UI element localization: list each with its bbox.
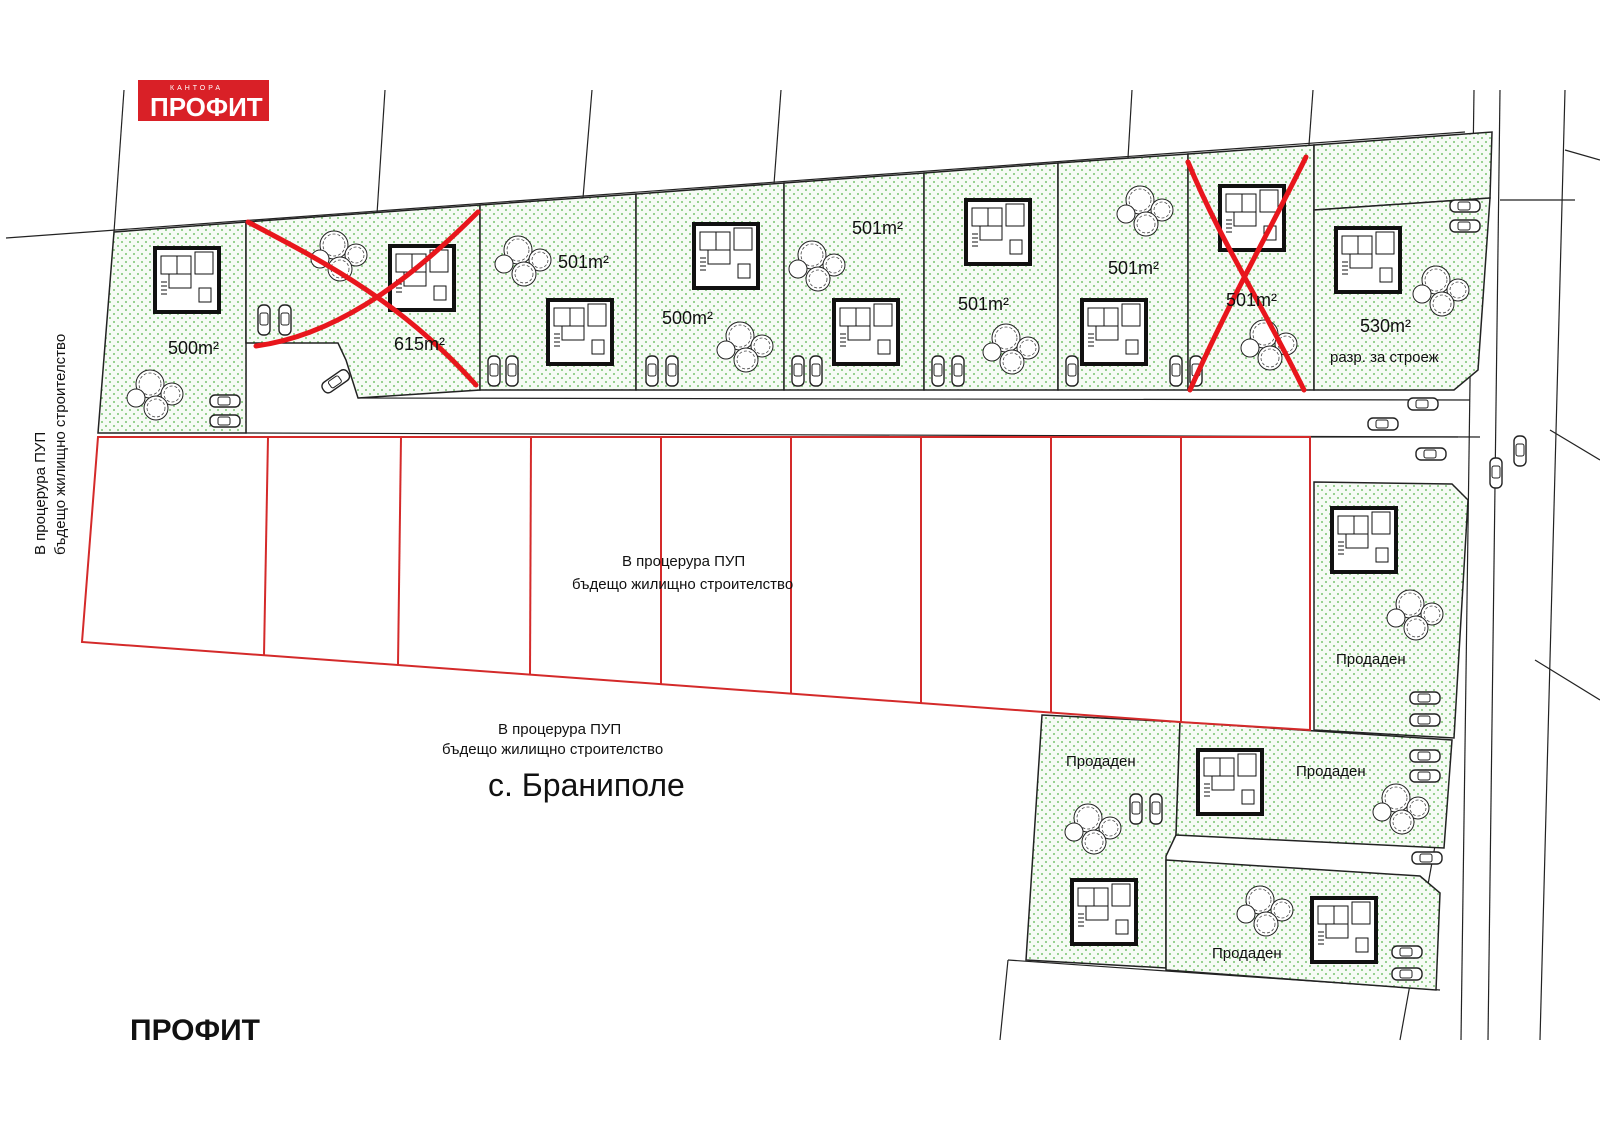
- lot-9-label: 530m²: [1360, 316, 1411, 336]
- house-icon: [1334, 226, 1402, 294]
- cross-lot-2: [245, 209, 481, 388]
- house-icon: [1330, 506, 1398, 574]
- car-icon: [1409, 691, 1441, 705]
- lot-9-note: разр. за строеж: [1330, 349, 1439, 366]
- lot-10-label: Продаден: [1336, 651, 1406, 668]
- lot-7-label: 501m²: [1108, 258, 1159, 278]
- car-icon: [1149, 793, 1163, 825]
- house-icon: [1196, 748, 1264, 816]
- car-icon: [1409, 749, 1441, 763]
- logo-name: ПРОФИТ: [150, 92, 263, 122]
- car-icon: [665, 355, 679, 387]
- lot-5-label: 501m²: [852, 218, 903, 238]
- lot-9a-plot: [1313, 131, 1493, 211]
- car-icon: [1065, 355, 1079, 387]
- village-name: с. Браниполе: [488, 767, 685, 803]
- car-icon: [278, 304, 292, 336]
- car-icon: [209, 394, 241, 408]
- lot-2-label: 615m²: [394, 334, 445, 354]
- car-icon: [1129, 793, 1143, 825]
- cross-lot-8: [1185, 154, 1309, 393]
- pup-note-center-line1: В процерура ПУП: [622, 553, 745, 570]
- pup-note-left-line1: В процерура ПУП: [32, 432, 49, 555]
- pup-red-grid: [80, 436, 1311, 732]
- car-icon: [1411, 851, 1443, 865]
- car-icon: [1409, 713, 1441, 727]
- car-icon: [1449, 199, 1481, 213]
- lot-12-label: Продаден: [1296, 763, 1366, 780]
- lot-13-label: Продаден: [1212, 945, 1282, 962]
- house-icon: [964, 198, 1032, 266]
- car-icon: [1407, 397, 1439, 411]
- car-icon: [1391, 967, 1423, 981]
- lot-1-label: 500m²: [168, 338, 219, 358]
- company-logo: КАНТОРА ПРОФИТ: [138, 80, 269, 122]
- car-icon: [1391, 945, 1423, 959]
- car-icon: [319, 367, 353, 396]
- house-icon: [1070, 878, 1138, 946]
- pup-note-bottom-line1: В процерура ПУП: [498, 721, 621, 738]
- car-icon: [209, 414, 241, 428]
- lot-8-label: 501m²: [1226, 290, 1277, 310]
- house-icon: [1080, 298, 1148, 366]
- house-icon: [153, 246, 221, 314]
- car-icon: [487, 355, 501, 387]
- crossed-out-marks: [245, 154, 1309, 393]
- house-icon: [1310, 896, 1378, 964]
- car-icon: [1513, 435, 1527, 467]
- lot-11-label: Продаден: [1066, 753, 1136, 770]
- lot-3-label: 501m²: [558, 252, 609, 272]
- logo-tagline: КАНТОРА: [170, 85, 223, 92]
- car-icon: [931, 355, 945, 387]
- top-row-lots: [97, 131, 1493, 434]
- car-icon: [505, 355, 519, 387]
- watermark-text: ПРОФИТ: [130, 1014, 260, 1047]
- pup-note-center-line2: бъдещо жилищно строителство: [572, 576, 793, 593]
- pup-notes: В процерура ПУП бъдещо жилищно строителс…: [32, 334, 793, 758]
- car-icon: [1367, 417, 1399, 431]
- logo-background: [138, 80, 269, 121]
- car-icon: [257, 304, 271, 336]
- car-icon: [809, 355, 823, 387]
- car-icon: [1415, 447, 1447, 461]
- pup-note-bottom-line2: бъдещо жилищно строителство: [442, 741, 663, 758]
- car-icon: [951, 355, 965, 387]
- lot-labels: 500m² 615m² 501m² 500m² 501m² 501m² 501m…: [168, 218, 1439, 962]
- house-icon: [546, 298, 614, 366]
- car-icon: [1489, 457, 1503, 489]
- lot-4-label: 500m²: [662, 308, 713, 328]
- car-icon: [645, 355, 659, 387]
- house-icon: [692, 222, 760, 290]
- house-icon: [832, 298, 900, 366]
- car-icon: [1449, 219, 1481, 233]
- lot-6-label: 501m²: [958, 294, 1009, 314]
- car-icon: [1169, 355, 1183, 387]
- car-icon: [791, 355, 805, 387]
- car-icon: [1409, 769, 1441, 783]
- pup-note-left-line2: бъдещо жилищно строителство: [52, 334, 69, 555]
